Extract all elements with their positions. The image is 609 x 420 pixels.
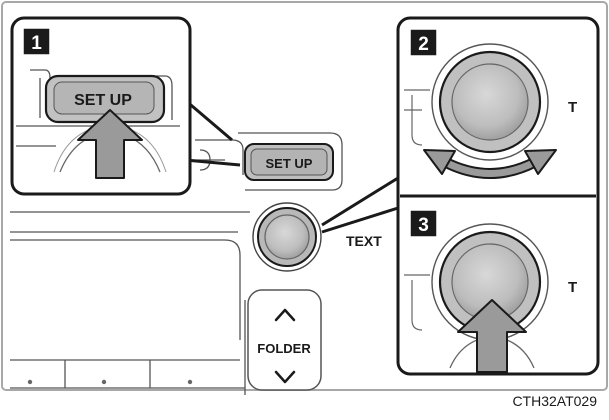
step-3-panel: T 3 xyxy=(404,209,577,373)
step-2-panel: T 2 xyxy=(404,28,577,179)
base-panel xyxy=(10,132,343,395)
callout-2-3: T 2 T 3 xyxy=(321,16,600,376)
chevron-down-icon xyxy=(274,370,296,384)
step-1-badge xyxy=(22,27,51,56)
callout-1: SET UP 1 xyxy=(10,16,241,196)
step-1-number: 1 xyxy=(31,33,42,54)
step-3-number: 3 xyxy=(418,215,429,236)
setup-button-base-label: SET UP xyxy=(266,156,313,171)
setup-button-zoom-label: SET UP xyxy=(74,92,132,109)
folder-button-label: FOLDER xyxy=(257,341,311,356)
step-2-badge xyxy=(409,28,438,57)
knob-t-label-3: T xyxy=(568,279,577,296)
bottom-button-dots xyxy=(27,379,193,385)
chevron-up-icon xyxy=(274,308,296,322)
figure-code: CTH32AT029 xyxy=(512,393,597,409)
tune-knob-step-3[interactable] xyxy=(431,223,549,341)
folder-button[interactable]: FOLDER xyxy=(247,289,322,391)
setup-button-base[interactable]: SET UP xyxy=(244,143,334,181)
step-2-number: 2 xyxy=(418,34,429,55)
tune-knob-step-2[interactable] xyxy=(431,43,549,161)
text-label: TEXT xyxy=(346,233,382,249)
push-arrow-icon-step-3 xyxy=(457,299,527,373)
step-3-badge xyxy=(409,209,438,238)
tune-knob-base[interactable] xyxy=(252,202,322,272)
knob-t-label-2: T xyxy=(568,99,577,116)
push-arrow-icon xyxy=(77,109,143,179)
